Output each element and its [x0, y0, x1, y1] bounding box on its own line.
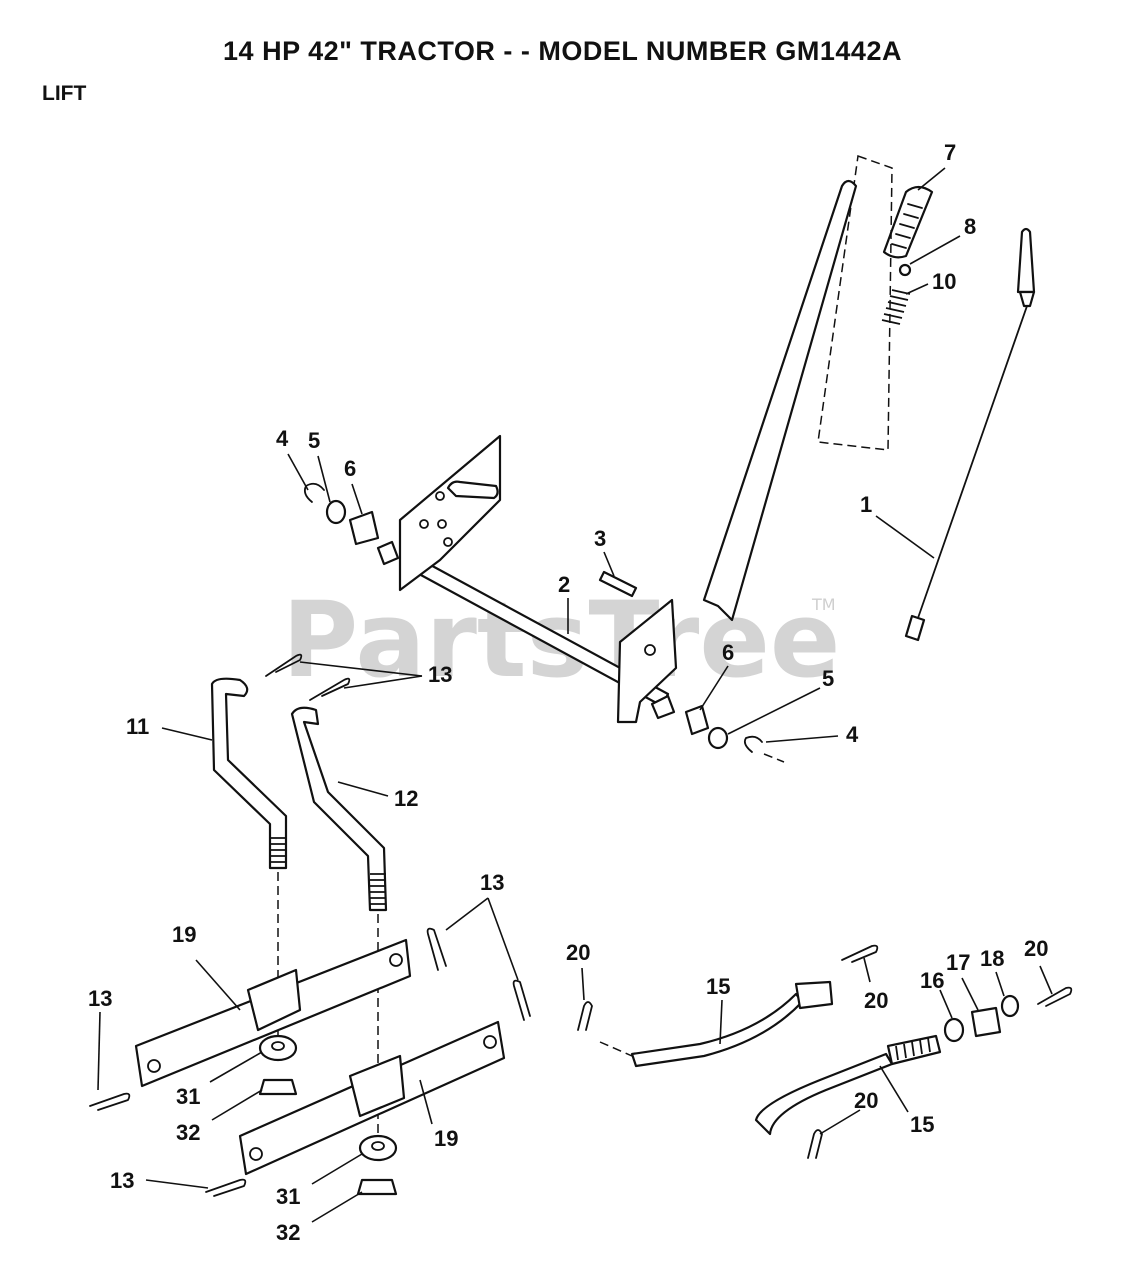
callout-4-right: 4: [846, 722, 859, 747]
callout-20-c: 20: [1024, 936, 1048, 961]
part-32-nut-upper: [258, 1078, 298, 1096]
callout-12: 12: [394, 786, 418, 811]
callout-7: 7: [944, 140, 956, 165]
callout-labels: 7 8 10 1 3 2 4 5 6 6 5 4 13 11 12 13 19 …: [88, 140, 1048, 1245]
part-4-clip-right: [743, 735, 763, 753]
leader-lines: [97, 167, 1053, 1223]
callout-20-b: 20: [864, 988, 888, 1013]
part-6-bushing-right: [684, 704, 710, 736]
part-5-washer-left: [325, 499, 347, 525]
part-15-adjust-rod-upper: [630, 980, 834, 1068]
callout-20-a: 20: [566, 940, 590, 965]
callout-13-bottom: 13: [110, 1168, 134, 1193]
part-13-hairpin-arm-d: [205, 1178, 247, 1197]
callout-32-upper: 32: [176, 1120, 200, 1145]
part-18-nut: [1000, 994, 1020, 1018]
callout-15-upper: 15: [706, 974, 730, 999]
part-8-ball: [898, 263, 912, 277]
callout-20-d: 20: [854, 1088, 878, 1113]
callout-16: 16: [920, 968, 944, 993]
part-17-trunnion: [970, 1006, 1002, 1038]
part-19-lift-arm-lower: [238, 1020, 506, 1176]
part-15-adjust-rod-lower: [754, 1034, 942, 1136]
part-13-hairpin-arm-a: [426, 927, 447, 971]
callout-32-lower: 32: [276, 1220, 300, 1245]
callout-10: 10: [932, 269, 956, 294]
callout-31-lower: 31: [276, 1184, 300, 1209]
callout-6-left: 6: [344, 456, 356, 481]
part-6-bushing-left: [348, 510, 380, 546]
assembly-outline: [817, 154, 893, 451]
part-5-washer-right: [707, 726, 729, 750]
part-13-hairpin-arm-b: [512, 979, 531, 1021]
diagram-title: 14 HP 42" TRACTOR - - MODEL NUMBER GM144…: [223, 36, 902, 66]
callout-3: 3: [594, 526, 606, 551]
part-1-lift-rod: [904, 227, 1036, 642]
callout-6-right: 6: [722, 640, 734, 665]
watermark-trademark: TM: [811, 595, 836, 614]
callout-15-lower: 15: [910, 1112, 934, 1137]
part-13-hairpin-top-b: [309, 677, 351, 701]
part-10-spring: [881, 289, 911, 325]
part-20-hairpin-d: [807, 1129, 823, 1159]
callout-18: 18: [980, 946, 1004, 971]
callout-5-right: 5: [822, 666, 834, 691]
part-13-hairpin-top-a: [265, 653, 303, 677]
part-12-lift-link: [290, 706, 388, 912]
callout-11: 11: [126, 714, 149, 739]
callout-2: 2: [558, 572, 570, 597]
callout-13-arm: 13: [480, 870, 504, 895]
callout-13-left: 13: [88, 986, 112, 1011]
part-20-hairpin-b: [841, 944, 879, 963]
part-13-hairpin-arm-c: [89, 1092, 131, 1111]
part-20-hairpin-c: [1037, 986, 1073, 1007]
callout-8: 8: [964, 214, 976, 239]
part-32-nut-lower: [356, 1178, 398, 1196]
callout-19-lower: 19: [434, 1126, 458, 1151]
part-4-clip-left: [303, 482, 325, 503]
callout-17: 17: [946, 950, 970, 975]
callout-19-upper: 19: [172, 922, 196, 947]
part-11-lift-link: [210, 677, 288, 870]
part-20-hairpin-a: [577, 1001, 593, 1031]
part-3-pin: [598, 570, 638, 598]
callout-4-left: 4: [276, 426, 289, 451]
callout-5-left: 5: [308, 428, 320, 453]
section-label: LIFT: [42, 82, 87, 105]
part-19-lift-arm-upper: [134, 938, 412, 1088]
part-7-handle-grip: [882, 185, 934, 259]
callout-13-top: 13: [428, 662, 452, 687]
callout-1: 1: [860, 492, 872, 517]
callout-31-upper: 31: [176, 1084, 200, 1109]
part-16-washer: [943, 1017, 965, 1043]
part-2-lift-shaft: [376, 179, 858, 724]
